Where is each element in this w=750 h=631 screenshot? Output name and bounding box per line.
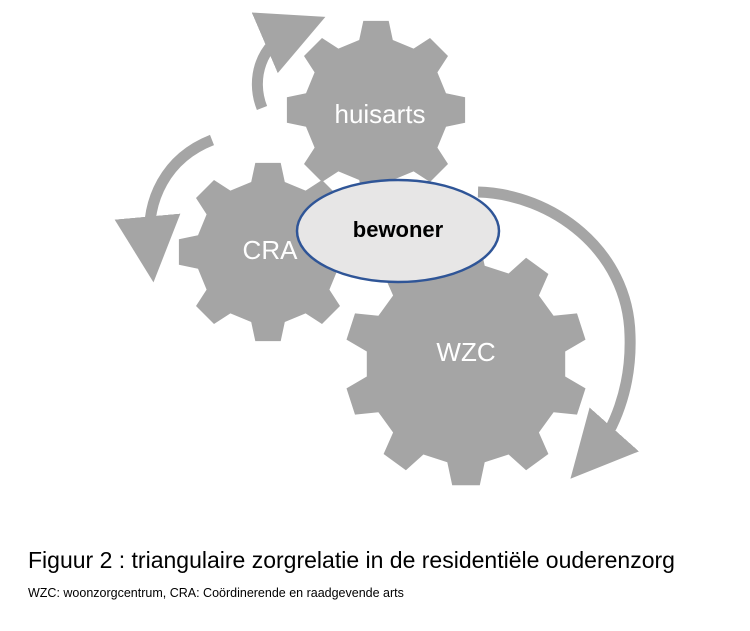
center-node: bewoner	[295, 178, 501, 284]
gear-huisarts-shape	[286, 20, 466, 200]
gear-huisarts-label: huisarts	[334, 99, 425, 129]
curved-arrow-left	[114, 134, 215, 283]
gear-wzc-label: WZC	[436, 337, 495, 367]
figure-caption: Figuur 2 : triangulaire zorgrelatie in d…	[28, 547, 675, 573]
gear-huisarts: huisarts	[286, 20, 466, 200]
gear-cra-label: CRA	[243, 235, 299, 265]
center-ellipse	[295, 178, 501, 284]
center-label: bewoner	[353, 217, 444, 242]
gear-wzc: WZC	[346, 242, 586, 486]
triangular-care-diagram: WZC CRA huisarts bewoner	[114, 12, 639, 486]
curved-arrow-right	[477, 186, 639, 479]
gear-wzc-shape	[346, 242, 586, 486]
curved-arrow-top	[251, 12, 326, 111]
figure-subcaption: WZC: woonzorgcentrum, CRA: Coördinerende…	[28, 586, 404, 600]
